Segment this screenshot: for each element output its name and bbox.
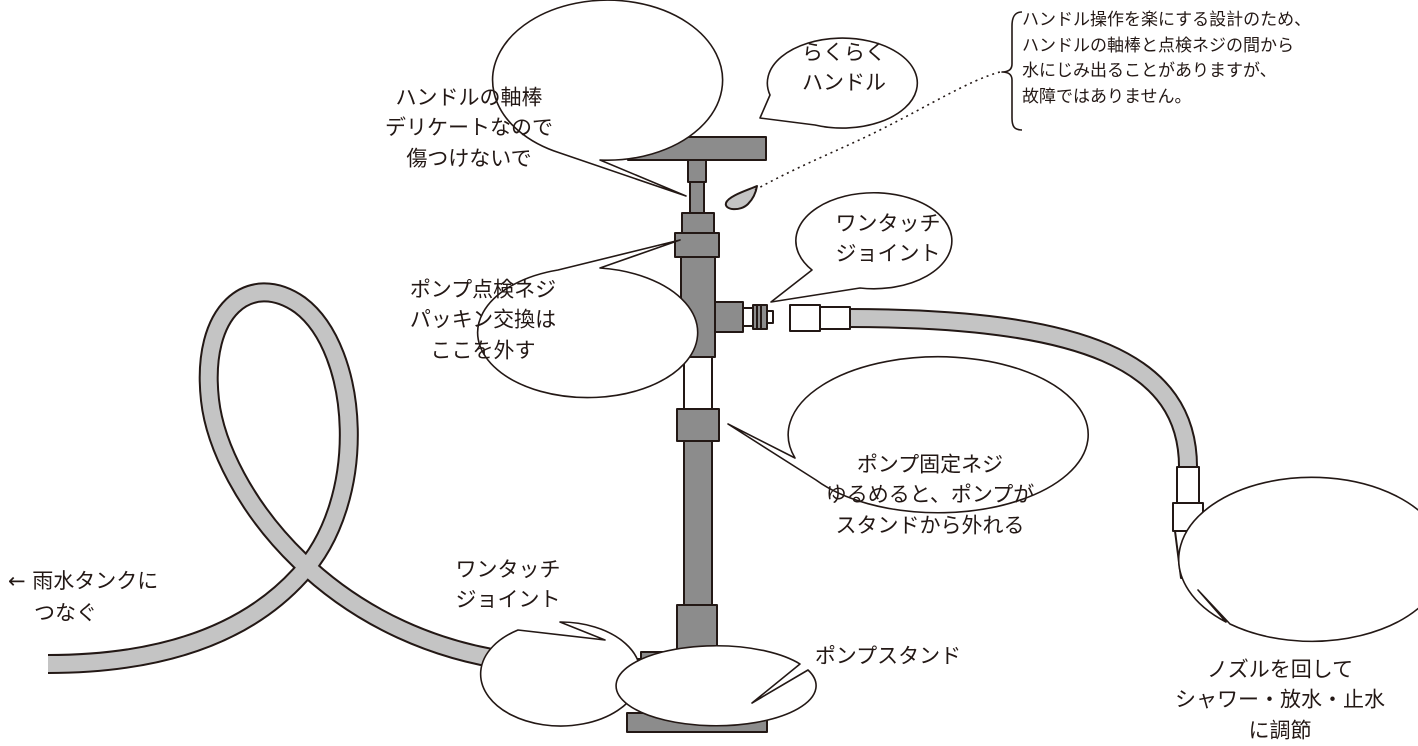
label-one-touch-bottom: ワンタッチ ジョイント	[456, 555, 561, 616]
note-bracket	[1001, 11, 1023, 131]
label-handle-shaft: ハンドルの軸棒 デリケートなので 傷つけないで	[385, 82, 553, 173]
label-inspection-screw: ポンプ点検ネジ パッキン交換は ここを外す	[410, 274, 556, 365]
bubble-inspection-screw	[476, 239, 699, 399]
bubble-easy-handle	[759, 37, 919, 129]
outlet-hose	[847, 308, 1199, 471]
label-line: シャワー・放水・止水	[1175, 687, 1385, 712]
fixing-screw[interactable]	[676, 408, 720, 442]
handle-shaft	[689, 181, 705, 215]
note-line: 故障ではありません。	[1022, 86, 1192, 107]
label-line: ジョイント	[835, 242, 941, 266]
label-line: スタンドから外れる	[835, 513, 1025, 538]
label-line: ワンタッチ	[835, 211, 941, 236]
bubble-one-touch-bottom	[479, 621, 642, 727]
label-line: ハンドルの軸棒	[395, 85, 543, 110]
bubble-pump-stand	[615, 644, 817, 727]
seepage-note: ハンドル操作を楽にする設計のため、 ハンドルの軸棒と点検ネジの間から 水にじみ出…	[1022, 8, 1311, 110]
label-line: ワンタッチ	[455, 557, 561, 582]
water-drop-icon	[724, 185, 758, 211]
label-line: ← 雨水タンクに	[8, 569, 159, 593]
note-line: ハンドル操作を楽にする設計のため、	[1022, 10, 1312, 30]
label-line: パッキン交換は	[409, 307, 557, 332]
label-line: ゆるめると、ポンプが	[825, 482, 1035, 507]
inspection-cap	[681, 212, 715, 234]
label-line: ジョイント	[455, 588, 561, 612]
label-fixing-screw: ポンプ固定ネジ ゆるめると、ポンプが スタンドから外れる	[826, 449, 1035, 540]
outlet-hose-coupler	[789, 304, 851, 332]
bubble-fixing-screw	[727, 355, 1089, 514]
label-pump-stand: ポンプスタンド	[815, 641, 961, 671]
label-line: デリケートなので	[385, 115, 553, 140]
inspection-screw[interactable]	[674, 232, 720, 258]
label-line: ノズルを回して	[1206, 657, 1354, 682]
label-line: ハンドル	[802, 71, 886, 95]
label-line: ここを外す	[430, 338, 536, 363]
note-line: 水にじみ出ることがありますが、	[1022, 61, 1277, 81]
label-line: 傷つけないで	[406, 146, 532, 171]
label-line: つなぐ	[34, 600, 97, 625]
label-line: ポンプ点検ネジ	[409, 277, 557, 302]
note-line: ハンドルの軸棒と点検ネジの間から	[1022, 35, 1294, 56]
inlet-hose	[47, 282, 541, 674]
label-line: ポンプ固定ネジ	[856, 452, 1004, 477]
bubble-nozzle	[1177, 476, 1418, 643]
bubble-handle-shaft	[491, 0, 724, 197]
label-tank: ← 雨水タンクに つなぐ	[8, 566, 158, 629]
label-line: ポンプスタンド	[814, 643, 962, 668]
label-nozzle: ノズルを回して シャワー・放水・止水 に調節	[1175, 654, 1385, 745]
label-one-touch-top: ワンタッチ ジョイント	[836, 209, 941, 270]
label-line: に調節	[1248, 718, 1312, 743]
handle-stem	[687, 159, 707, 183]
label-line: らくらく	[802, 40, 886, 65]
seepage-leader	[754, 71, 1001, 191]
label-easy-handle: らくらく ハンドル	[802, 38, 886, 99]
bubble-one-touch-top	[770, 191, 953, 303]
upper-connector	[742, 304, 774, 330]
